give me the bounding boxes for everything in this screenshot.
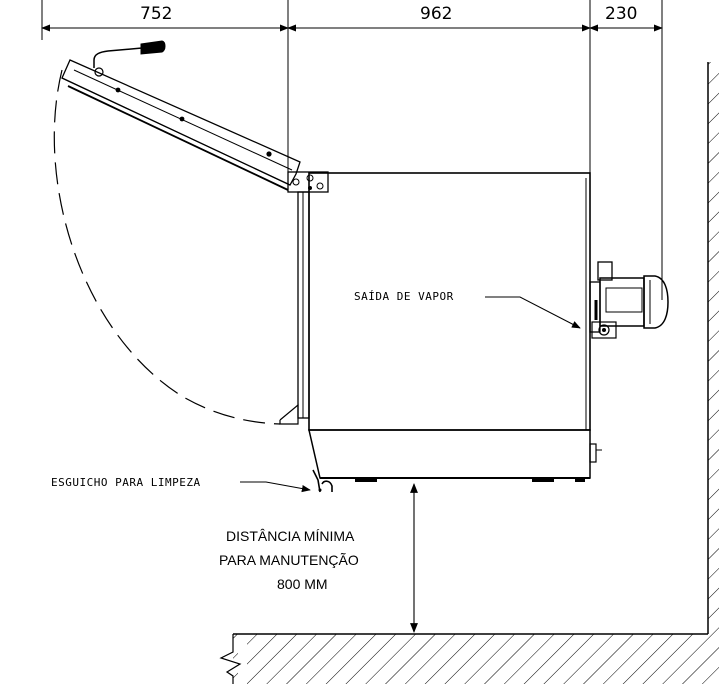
- cleaning-nozzle-label: ESGUICHO PARA LIMPEZA: [51, 476, 201, 489]
- dimension-right: 230: [605, 4, 637, 24]
- wall: [707, 62, 719, 634]
- min-distance-line1: DISTÂNCIA MÍNIMA: [226, 528, 355, 544]
- lid-swing-arc: [53, 69, 281, 425]
- motor-assembly: [589, 261, 669, 339]
- dimension-lines: [41, 0, 663, 300]
- dimension-middle: 962: [420, 4, 452, 24]
- open-lid: [61, 40, 301, 191]
- steam-outlet-label: SAÍDA DE VAPOR: [354, 290, 454, 303]
- floor: [219, 620, 719, 684]
- hinge-bracket: [287, 171, 329, 193]
- min-distance-line3: 800 MM: [277, 576, 328, 592]
- dimension-left: 752: [140, 4, 172, 24]
- machine-body: [279, 172, 602, 482]
- min-distance-line2: PARA MANUTENÇÃO: [219, 552, 359, 568]
- cleaning-nozzle: [312, 469, 333, 493]
